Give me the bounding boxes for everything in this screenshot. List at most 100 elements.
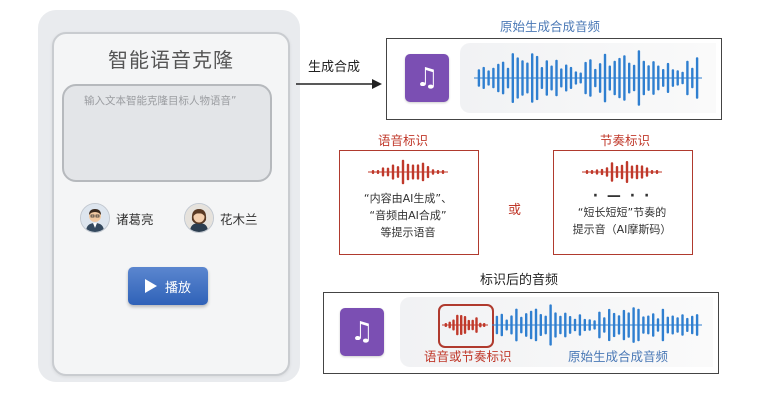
waveform-bar xyxy=(564,312,567,338)
voice-mark-line3: 等提示语音 xyxy=(380,226,436,239)
waveform-bar xyxy=(666,316,669,334)
waveform-bar xyxy=(500,313,503,337)
waveform-bar xyxy=(511,53,514,103)
waveform-bar xyxy=(515,308,518,342)
waveform-bar xyxy=(391,164,395,180)
waveform-bar xyxy=(475,317,478,333)
waveform-bar xyxy=(615,166,619,178)
waveform-bar xyxy=(549,304,552,346)
waveform-bar xyxy=(630,165,634,179)
waveform-bar xyxy=(618,57,621,99)
play-button[interactable]: 播放 xyxy=(128,267,208,305)
waveform-bar xyxy=(531,53,534,103)
waveform-bar xyxy=(560,68,563,88)
morse-code: · — · · xyxy=(592,188,652,204)
waveform-bar xyxy=(635,164,639,180)
waveform-bar xyxy=(510,315,513,335)
rhythm-mark-waveform xyxy=(582,161,662,183)
waveform-bar xyxy=(554,312,557,338)
waveform-bar xyxy=(550,65,553,91)
marked-label-right: 原始生成合成音频 xyxy=(568,349,669,364)
waveform-bar xyxy=(584,61,587,95)
waveform-bar xyxy=(520,316,523,334)
waveform-bar xyxy=(529,310,533,340)
waveform-bar xyxy=(608,65,611,91)
waveform-bar xyxy=(544,315,547,335)
man-avatar-icon xyxy=(80,203,110,233)
waveform-bar xyxy=(401,159,405,185)
waveform-bar xyxy=(642,60,645,96)
music-note-icon: ♫ xyxy=(405,54,449,102)
waveform-bar xyxy=(483,323,486,327)
waveform-bar xyxy=(501,61,505,95)
waveform-bar xyxy=(647,315,650,335)
rhythm-mark-line2: 提示音（AI摩斯码） xyxy=(572,223,672,236)
waveform-bar xyxy=(411,164,415,180)
waveform-bar xyxy=(573,318,577,332)
waveform-bar xyxy=(444,323,447,327)
waveform-bar xyxy=(695,57,699,99)
waveform-bar xyxy=(671,315,674,335)
voice-mark-text: “内容由AI生成”、 “音频由AI合成” 等提示语音 xyxy=(339,190,477,241)
waveform-bar xyxy=(655,170,659,174)
waveform-bar xyxy=(623,55,626,101)
waveform-bar xyxy=(608,308,611,342)
waveform-bar xyxy=(610,162,614,182)
waveform-bar xyxy=(426,166,430,179)
voice-name-zhuge: 诸葛亮 xyxy=(116,211,154,227)
waveform-bar xyxy=(463,316,467,334)
marked-audio-title: 标识后的音频 xyxy=(480,273,559,288)
waveform-bar xyxy=(487,70,490,86)
voice-mark-waveform xyxy=(368,159,448,185)
waveform-bar xyxy=(471,319,474,331)
waveform-bar xyxy=(482,66,485,89)
waveform-bar xyxy=(645,167,649,177)
waveform-bar xyxy=(396,166,400,178)
waveform-bar xyxy=(652,313,655,337)
waveform-bar xyxy=(637,308,640,342)
waveform-bar xyxy=(620,164,624,180)
waveform-bar xyxy=(676,317,679,333)
waveform-bar xyxy=(628,62,631,94)
waveform-bar xyxy=(662,69,665,87)
waveform-bar xyxy=(640,165,644,179)
waveform-bar xyxy=(647,65,650,91)
voice-option-hua[interactable]: 花木兰 xyxy=(184,203,258,233)
voice-option-zhuge[interactable]: 诸葛亮 xyxy=(80,203,154,233)
waveform-bar xyxy=(386,167,390,177)
waveform-bar xyxy=(632,307,635,343)
waveform-bar xyxy=(565,64,568,92)
waveform-bar xyxy=(650,170,654,174)
waveform-bar xyxy=(406,163,410,181)
waveform-bar xyxy=(686,317,689,332)
waveform-bar xyxy=(497,63,500,93)
rhythm-mark-line1: “短长短短”节奏的 xyxy=(577,206,667,219)
waveform-bar xyxy=(605,167,609,177)
waveform-bar xyxy=(526,62,529,94)
waveform-bar xyxy=(691,67,694,89)
waveform-bar xyxy=(676,70,679,86)
waveform-bar xyxy=(625,161,629,183)
play-icon xyxy=(144,279,157,293)
waveform-bar xyxy=(460,315,463,335)
waveform-bar xyxy=(521,60,524,96)
waveform-bar xyxy=(652,61,655,95)
waveform-bar xyxy=(590,170,594,174)
waveform-bar xyxy=(540,67,544,89)
waveform-bar xyxy=(456,314,459,336)
marked-blue-waveform xyxy=(492,304,702,346)
waveform-bar xyxy=(686,60,689,96)
waveform-bar xyxy=(479,322,482,328)
waveform-bar xyxy=(617,315,621,335)
marked-red-waveform xyxy=(442,314,488,336)
waveform-bar xyxy=(598,63,602,93)
waveform-bar xyxy=(637,50,641,106)
voice-mark-line2: “音频由AI合成” xyxy=(369,209,447,222)
waveform-bar xyxy=(467,319,470,331)
waveform-bar xyxy=(492,67,495,89)
waveform-bar xyxy=(593,320,596,330)
text-input[interactable]: 输入文本智能克隆目标人物语音” xyxy=(62,84,272,182)
waveform-bar xyxy=(595,169,599,175)
waveform-bar xyxy=(559,315,562,335)
waveform-bar xyxy=(666,62,670,93)
